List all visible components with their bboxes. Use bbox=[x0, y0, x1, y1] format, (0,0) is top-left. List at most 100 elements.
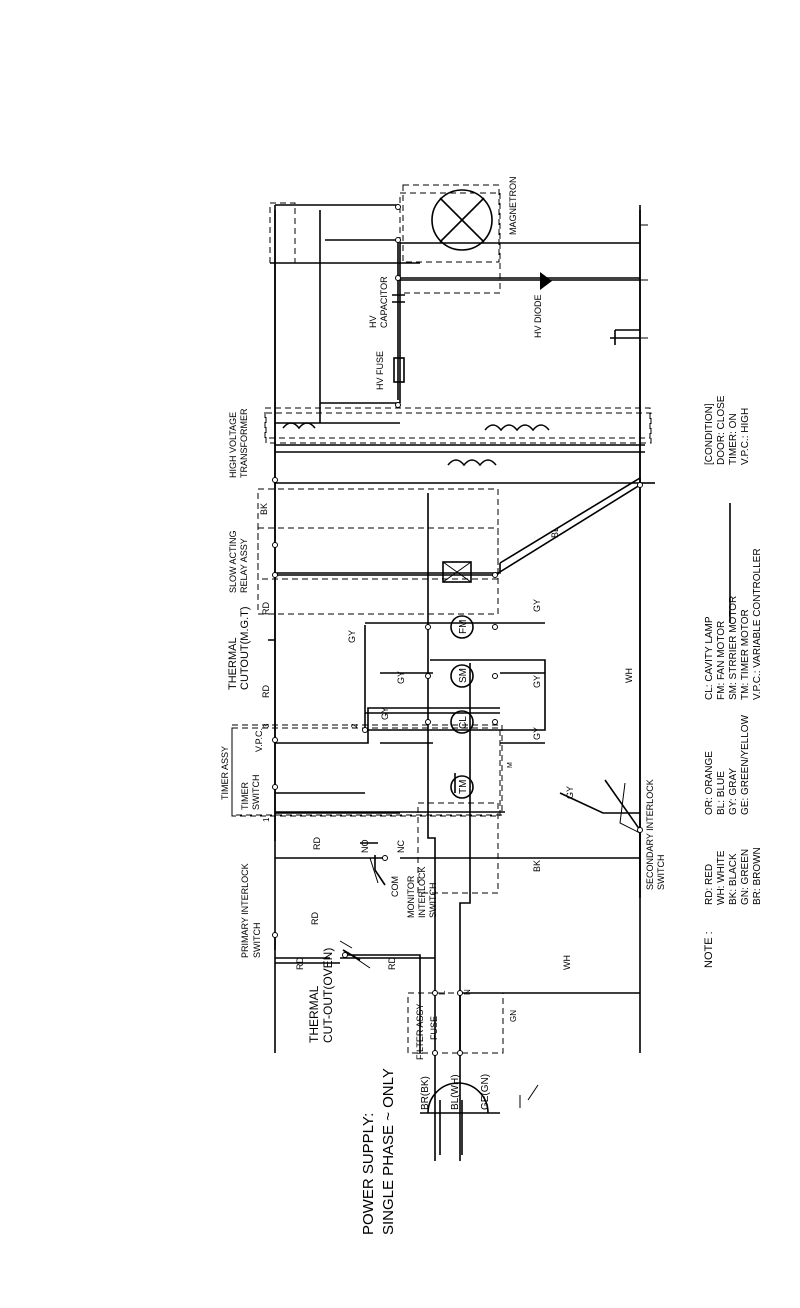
cl-label: CL bbox=[458, 716, 469, 729]
node bbox=[272, 737, 278, 743]
rail-lines bbox=[274, 205, 641, 1053]
legend-item: GY: GRAY bbox=[728, 768, 739, 815]
vpc-label: V.P.C. bbox=[254, 728, 264, 752]
wire-gy-label-1: GY bbox=[347, 630, 357, 643]
node bbox=[492, 624, 498, 630]
node bbox=[432, 1050, 438, 1056]
relay-line1: SLOW ACTING bbox=[228, 530, 238, 593]
relay-left bbox=[275, 563, 501, 574]
node bbox=[395, 237, 401, 243]
sm-label: SM bbox=[458, 668, 469, 683]
relay-coil-cross bbox=[442, 561, 472, 583]
hv-capacitor-plates bbox=[392, 294, 405, 303]
hv-diode-symbol bbox=[540, 272, 552, 290]
transformer-coil-secondary bbox=[484, 424, 550, 432]
wire-gy-label-2: GY bbox=[396, 671, 406, 684]
wire-rd-label-6: RD bbox=[387, 957, 397, 970]
node bbox=[425, 673, 431, 679]
filter-gn-label: GN bbox=[509, 1010, 518, 1022]
secondary-switch-arm bbox=[619, 782, 641, 834]
wire-bk-label: BK bbox=[259, 503, 269, 515]
wire-gy-label-5: GY bbox=[532, 675, 542, 688]
condition-line: V.P.C.: HIGH bbox=[740, 408, 751, 465]
hv-capacitor-line2: CAPACITOR bbox=[379, 276, 389, 328]
condition-line: DOOR: CLOSE bbox=[716, 395, 727, 465]
secondary-interlock-line2: SWITCH bbox=[656, 855, 666, 891]
thermal-oven-line2: CUT-OUT(OVEN) bbox=[321, 948, 335, 1043]
transformer-coil-primary bbox=[447, 459, 497, 467]
monitor-com-label: COM bbox=[390, 876, 400, 897]
filter-l-label: L bbox=[438, 990, 447, 995]
node bbox=[637, 482, 643, 488]
filter-title: FILTER ASSY bbox=[415, 1004, 425, 1060]
wire-rd-label-3: RD bbox=[312, 837, 322, 850]
hv-diode-label: HV DIODE bbox=[533, 294, 543, 338]
legend-item: V.P.C.: VARIABLE CONTROLLER bbox=[752, 548, 763, 700]
hv-fuse-symbol bbox=[393, 357, 405, 383]
node bbox=[272, 932, 278, 938]
gy-wire-loop bbox=[365, 659, 546, 731]
node bbox=[637, 827, 643, 833]
legend-item: GE: GREEN/YELLOW bbox=[740, 714, 751, 815]
legend-item: GN: GREEN bbox=[740, 849, 751, 905]
condition-block: [CONDITION] DOOR: CLOSE TIMER: ON V.P.C.… bbox=[704, 395, 751, 465]
legend-item: BL: BLUE bbox=[716, 771, 727, 815]
transformer-core bbox=[275, 444, 645, 453]
legend-item: BR: BROWN bbox=[752, 847, 763, 905]
monitor-line3: SWITCH bbox=[428, 883, 438, 919]
monitor-no-label: NO bbox=[360, 840, 370, 854]
wire-live-lower bbox=[427, 493, 436, 1161]
relay-coil-symbol bbox=[442, 561, 472, 583]
condition-line: [CONDITION] bbox=[704, 403, 715, 465]
wire-gy-label-3: GY bbox=[380, 707, 390, 720]
node bbox=[382, 855, 388, 861]
legend-colors-b: RD: RED WH: WHITE BK: BLACK GN: GREEN BR… bbox=[704, 847, 763, 905]
filter-box bbox=[417, 802, 499, 894]
ground-hook bbox=[614, 329, 640, 345]
rd-to-filter bbox=[345, 954, 421, 1053]
node bbox=[272, 477, 278, 483]
ground-mark-1 bbox=[519, 1084, 539, 1108]
filter-n-label: N bbox=[463, 989, 472, 995]
filter-dashed-box bbox=[407, 992, 504, 1054]
timer-motor-symbol bbox=[450, 775, 474, 799]
monitor-line2: INTERLOCK bbox=[417, 866, 427, 918]
node bbox=[457, 1050, 463, 1056]
hv-fuse-label: HV FUSE bbox=[375, 351, 385, 390]
wire-wh-label-2: WH bbox=[562, 955, 572, 970]
wire-bl-label: BL bbox=[550, 527, 560, 538]
legend-item: BK: BLACK bbox=[728, 853, 739, 905]
wire-gy-label-6: GY bbox=[532, 727, 542, 740]
node bbox=[457, 990, 463, 996]
transformer-dashed-box bbox=[264, 407, 651, 439]
node bbox=[362, 727, 368, 733]
legend-item: RD: RED bbox=[704, 864, 715, 905]
timer-node-2: 2 bbox=[350, 723, 359, 728]
ground-marks bbox=[640, 224, 648, 339]
magnetron-symbol bbox=[431, 189, 493, 251]
transformer-line1: HIGH VOLTAGE bbox=[228, 412, 238, 478]
power-supply-line1: POWER SUPPLY: bbox=[360, 1113, 377, 1235]
magnetron-leads bbox=[275, 204, 398, 241]
primary-interlock-line2: SWITCH bbox=[252, 923, 262, 959]
plug-br-label: BR(BK) bbox=[420, 1076, 431, 1110]
connection-nodes bbox=[272, 204, 643, 1056]
legend-item: FM: FAN MOTOR bbox=[716, 621, 727, 700]
wire-rd-label-5: RD bbox=[295, 957, 305, 970]
node bbox=[395, 204, 401, 210]
timer-switch-line1: TIMER bbox=[240, 782, 250, 810]
monitor-nc-label: NC bbox=[396, 840, 406, 853]
filter-fuse-label: FUSE bbox=[429, 1016, 439, 1040]
primary-interlock-line1: PRIMARY INTERLOCK bbox=[240, 863, 250, 958]
relay-rail bbox=[268, 574, 495, 641]
timer-node-m: M bbox=[507, 762, 514, 768]
timer-node-1: 1 bbox=[262, 817, 271, 822]
bl-diagonal bbox=[499, 477, 641, 564]
bl-wire bbox=[494, 484, 641, 576]
legend-colors-a: OR: ORANGE BL: BLUE GY: GRAY GE: GREEN/Y… bbox=[704, 714, 751, 815]
timer-switch-line2: SWITCH bbox=[251, 775, 261, 811]
hv-capacitor-line1: HV bbox=[368, 315, 378, 328]
monitor-line1: MONITOR bbox=[406, 875, 416, 918]
node bbox=[432, 990, 438, 996]
